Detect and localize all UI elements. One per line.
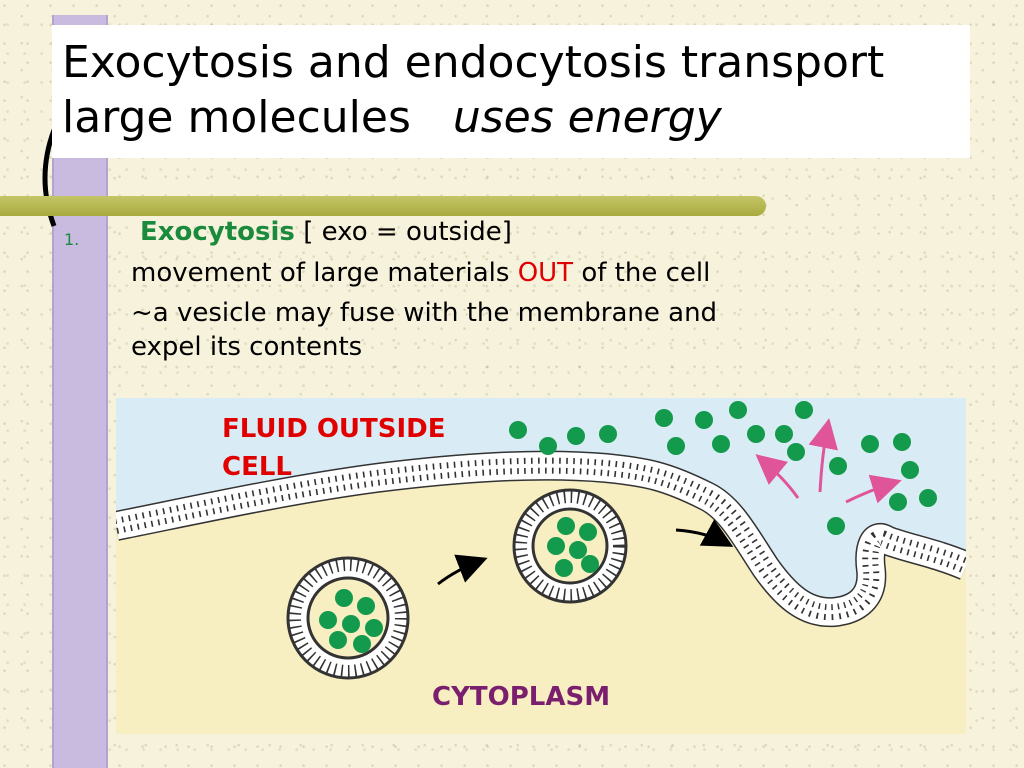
vesicle-movement-arrow	[437, 554, 488, 586]
definition-after: of the cell	[581, 258, 711, 288]
fluid-label-line-2: CELL	[222, 452, 292, 482]
title-line-1: Exocytosis and endocytosis transport	[62, 37, 885, 88]
release-arrow	[755, 454, 800, 499]
cell-membrane	[116, 450, 966, 628]
definition-before: movement of large materials	[131, 258, 510, 288]
title-box: Exocytosis and endocytosis transport lar…	[52, 25, 970, 158]
release-arrow	[808, 418, 839, 493]
expel-line: expel its contents	[131, 332, 363, 362]
extracellular-fluid	[116, 398, 966, 613]
term-note: [ exo = outside]	[303, 217, 512, 247]
list-number: 1.	[64, 230, 80, 249]
molecules-inside-vesicles	[319, 517, 599, 653]
exocytosis-term: Exocytosis	[140, 217, 295, 247]
fluid-label-line-1: FLUID OUTSIDE	[222, 414, 446, 444]
fluid-outside-label: FLUID OUTSIDE CELL	[222, 410, 446, 486]
decorative-divider-bar	[0, 196, 766, 216]
out-highlight: OUT	[517, 258, 574, 288]
release-arrow	[845, 474, 902, 504]
bullet-heading: Exocytosis [ exo = outside]	[140, 217, 512, 247]
exocytosis-diagram	[116, 398, 966, 734]
cytoplasm-label: CYTOPLASM	[432, 682, 611, 712]
title-emphasis: uses energy	[452, 92, 722, 143]
title-line-2: large molecules	[62, 92, 411, 143]
slide-title: Exocytosis and endocytosis transport lar…	[62, 35, 884, 145]
fusion-movement-arrow	[675, 519, 734, 547]
definition-line: movement of large materials OUT of the c…	[131, 258, 710, 288]
vesicle-line: ~a vesicle may fuse with the membrane an…	[131, 298, 718, 328]
